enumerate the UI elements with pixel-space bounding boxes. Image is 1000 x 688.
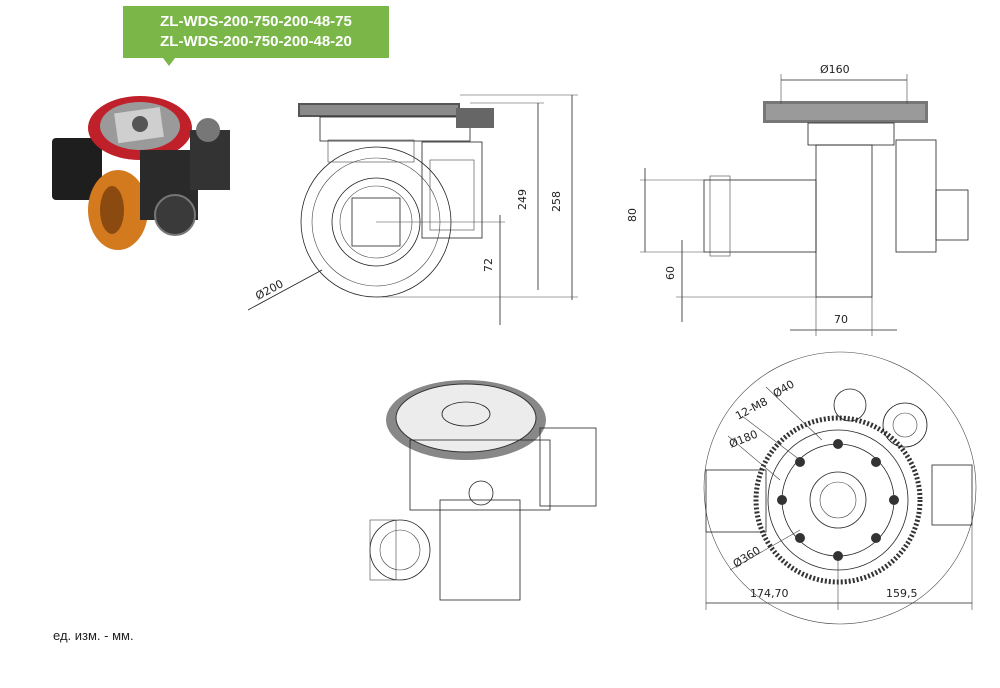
- dim-axle-height: 72: [482, 258, 495, 272]
- dim-bolts: 12-M8: [733, 395, 770, 423]
- dim-right-offset: 159,5: [886, 587, 918, 600]
- front-view: Ø160 80 60 70: [626, 63, 969, 336]
- dim-height-mid: 249: [516, 189, 529, 210]
- dim-height-total: 258: [550, 191, 563, 212]
- product-photo: [52, 96, 230, 250]
- top-view: Ø40 12-M8 Ø180 Ø360 174,70 159,5: [703, 351, 977, 625]
- dim-axle-offset: 60: [664, 266, 677, 280]
- isometric-view: [369, 380, 597, 601]
- model-badge: ZL-WDS-200-750-200-48-75 ZL-WDS-200-750-…: [123, 6, 389, 66]
- dim-left-offset: 174,70: [750, 587, 789, 600]
- dim-outer-diameter: Ø360: [731, 544, 763, 571]
- model-name-2: ZL-WDS-200-750-200-48-20: [160, 33, 352, 50]
- units-note: ед. изм. - мм.: [53, 628, 134, 643]
- dim-motor-height: 80: [626, 208, 639, 222]
- dim-wheel-width: 70: [834, 313, 848, 326]
- model-name-1: ZL-WDS-200-750-200-48-75: [160, 13, 352, 30]
- dim-top-diameter: Ø160: [820, 63, 850, 76]
- side-view: Ø200 258 249 72: [247, 94, 578, 325]
- dim-bolt-circle: Ø180: [727, 428, 759, 451]
- dim-bolt-hole: Ø40: [771, 378, 797, 401]
